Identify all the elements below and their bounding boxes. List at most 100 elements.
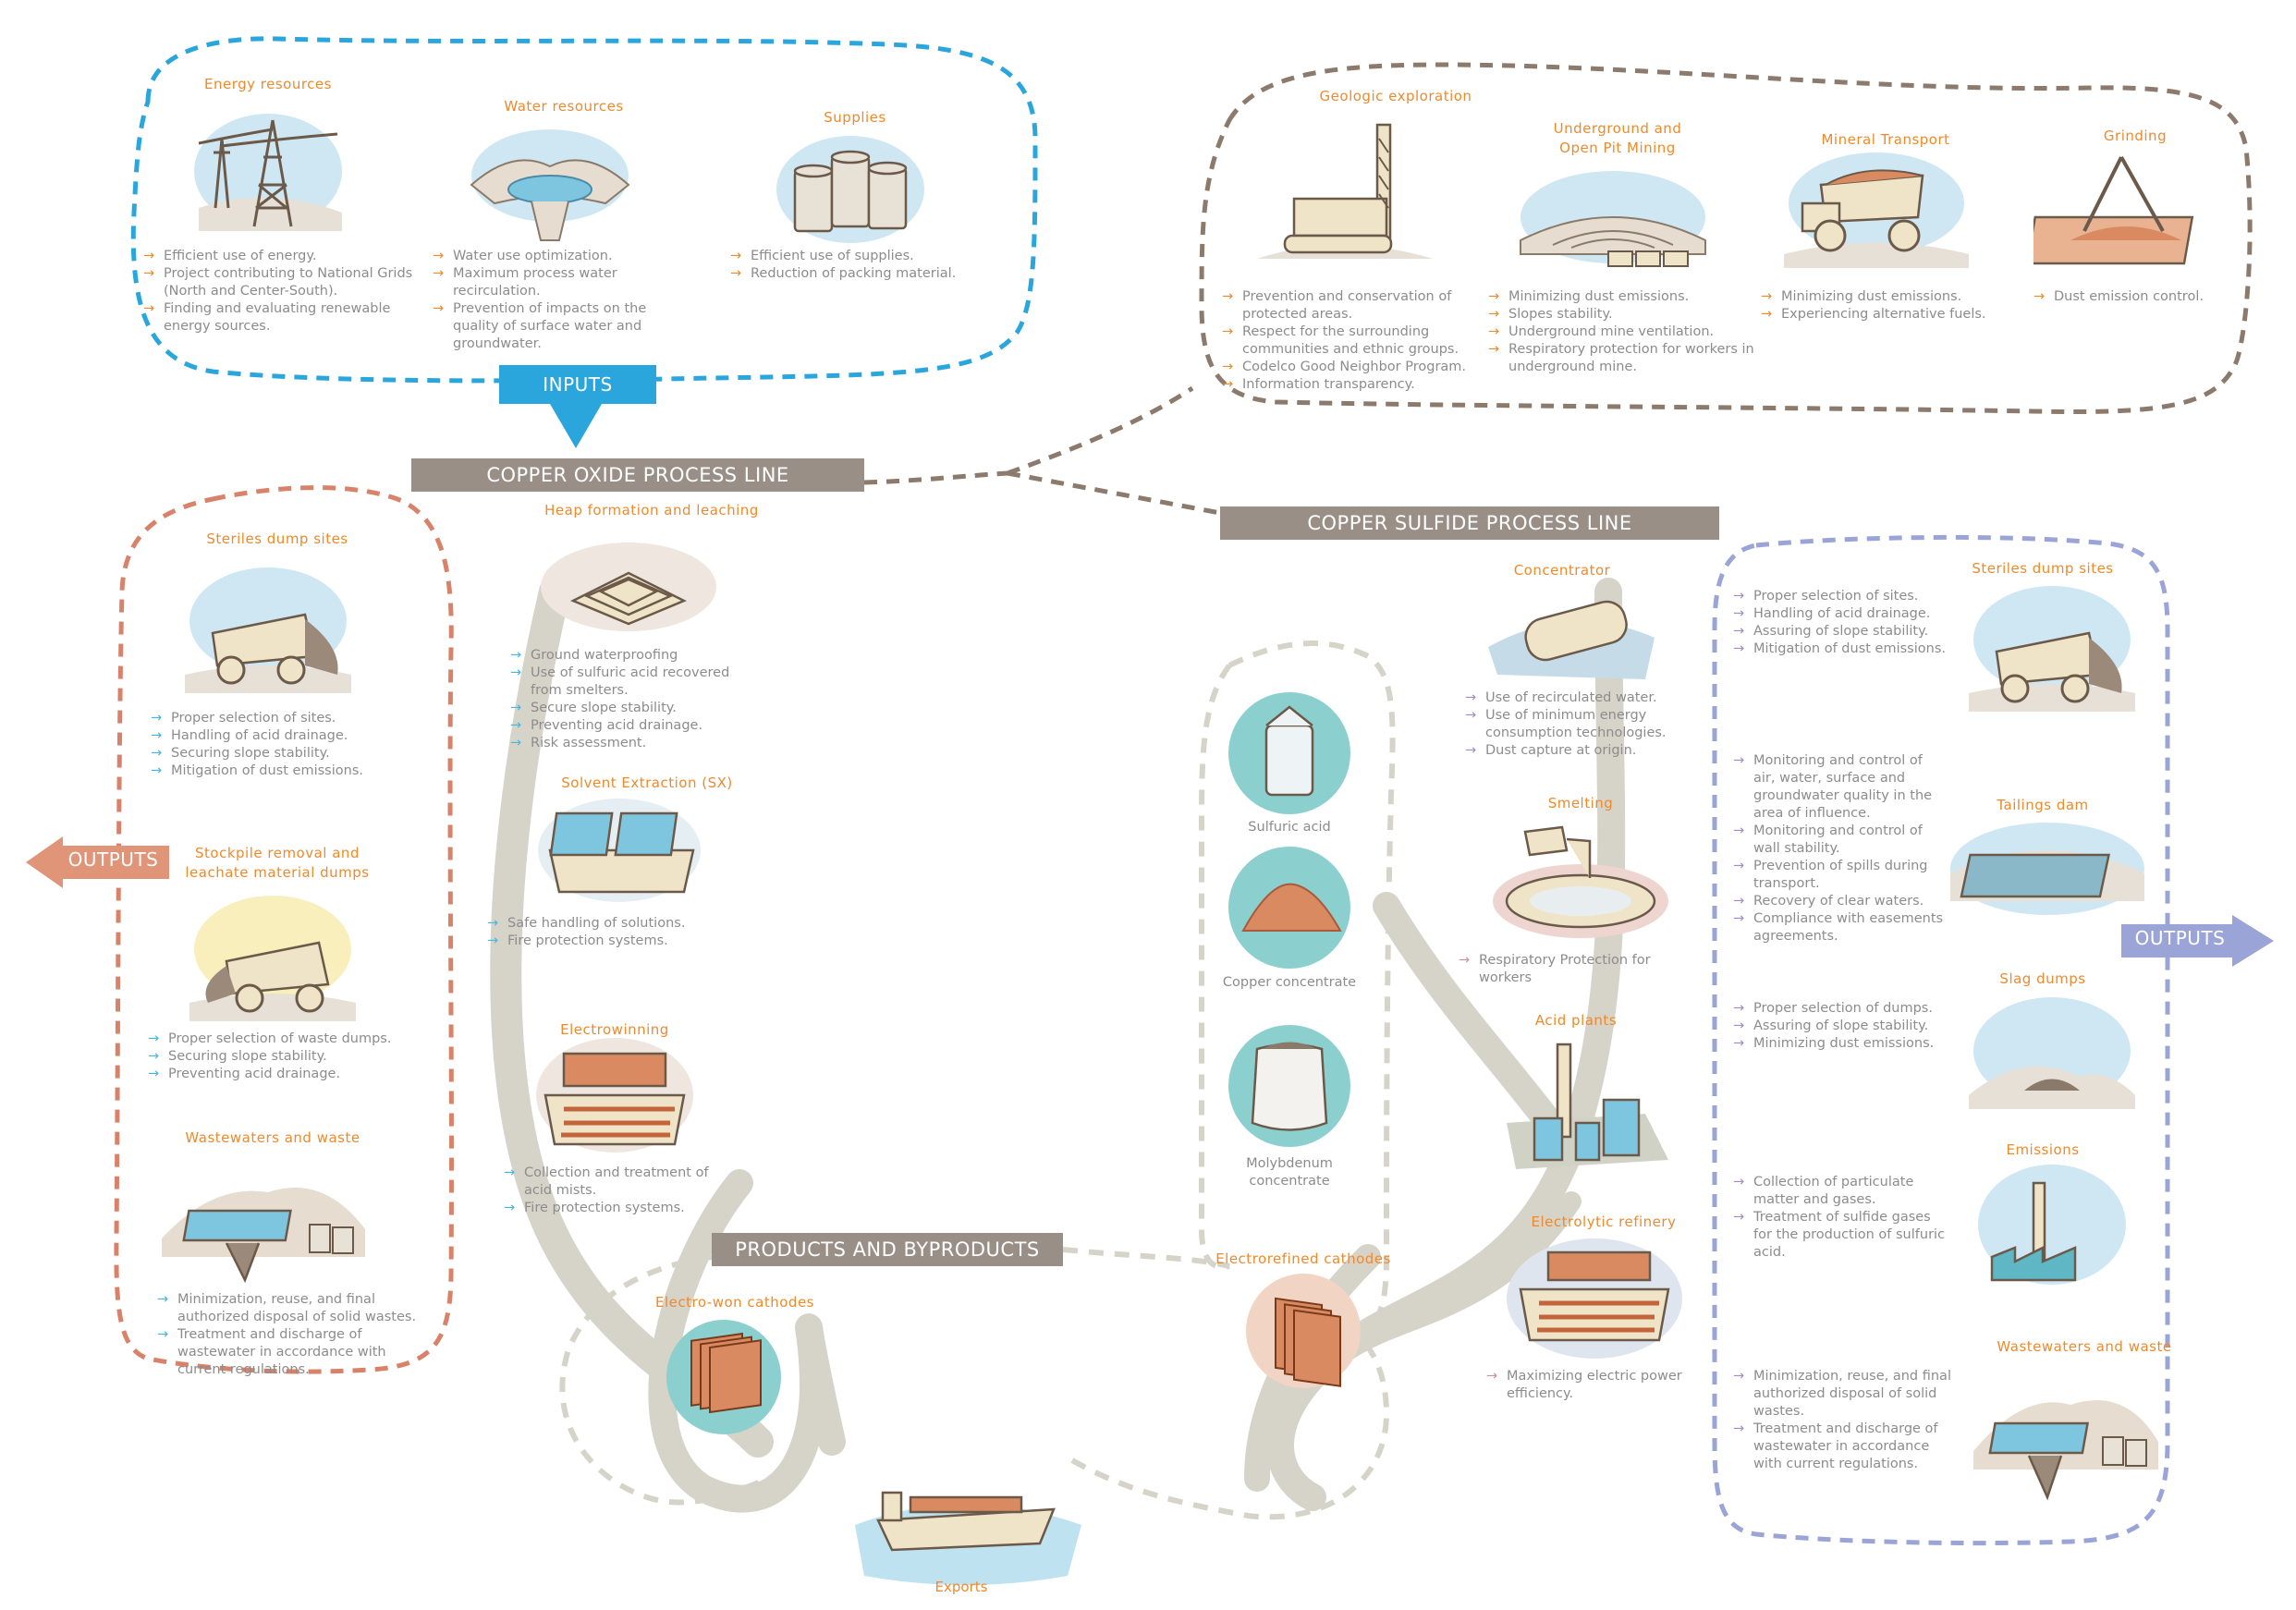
copper-concentrate-label: Copper concentrate (1222, 975, 1357, 990)
list-item: Treatment of sulfide gases for the produ… (1733, 1209, 1946, 1262)
supplies-title: Supplies (824, 109, 886, 126)
acid-plant-icon (1507, 1043, 1668, 1169)
list-item: Respect for the surrounding communities … (1222, 323, 1481, 359)
smelter-icon (1493, 825, 1668, 938)
molybdenum-label-2: concentrate (1249, 1174, 1330, 1189)
list-item: Use of minimum energy consumption techno… (1465, 707, 1687, 742)
products-loop-outline (559, 1247, 1390, 1520)
list-item: Proper selection of sites. (1733, 588, 1964, 605)
heap-title: Heap formation and leaching (544, 502, 759, 518)
list-item: Safe handling of solutions. (487, 915, 727, 933)
tailings-title: Tailings dam (1997, 797, 2089, 813)
smokestack-icon (1978, 1165, 2126, 1285)
left-steriles-title: Steriles dump sites (206, 531, 348, 547)
open-pit-mine-icon (1520, 171, 1706, 267)
water-reservoir-icon (470, 129, 630, 241)
electro-won-title: Electro-won cathodes (655, 1294, 814, 1311)
right-arrow-icon (2121, 915, 2274, 967)
electrowinning-list: Collection and treatment of acid mists. … (504, 1165, 735, 1217)
list-item: Compliance with easements agreements. (1733, 910, 1946, 945)
products-banner: PRODUCTS AND BYPRODUCTS (712, 1233, 1063, 1266)
right-outputs-outline (1712, 534, 2170, 1546)
electrolytic-refinery-icon (1507, 1238, 1682, 1359)
left-steriles-list: Proper selection of sites. Handling of a… (151, 710, 419, 780)
acid-plants-title: Acid plants (1534, 1012, 1618, 1029)
list-item: Recovery of clear waters. (1733, 893, 1946, 910)
list-item: Experiencing alternative fuels. (1761, 306, 2001, 323)
electrowinning-title: Electrowinning (560, 1021, 669, 1038)
slag-list: Proper selection of dumps. Assuring of s… (1733, 1000, 1955, 1053)
list-item: Use of sulfuric acid recovered from smel… (510, 665, 751, 700)
list-item: Maximum process water recirculation. (433, 265, 673, 300)
list-item: Assuring of slope stability. (1733, 623, 1964, 640)
outputs-right-banner: OUTPUTS (2121, 915, 2274, 967)
energy-list: Efficient use of energy. Project contrib… (143, 248, 430, 335)
molybdenum-bag-icon (1228, 1025, 1350, 1147)
list-item: Monitoring and control of air, water, su… (1733, 752, 1946, 823)
right-steriles-title: Steriles dump sites (1972, 560, 2114, 577)
supplies-list: Efficient use of supplies. Reduction of … (730, 248, 989, 283)
right-steriles-list: Proper selection of sites. Handling of a… (1733, 588, 1964, 658)
list-item: Preventing acid drainage. (148, 1066, 425, 1083)
list-item: Dust capture at origin. (1465, 742, 1687, 760)
transport-list: Minimizing dust emissions. Experiencing … (1761, 288, 2001, 323)
tailings-list: Monitoring and control of air, water, su… (1733, 752, 1946, 945)
molybdenum-label-1: Molybdenum (1246, 1156, 1333, 1171)
refinery-title: Electrolytic refinery (1531, 1214, 1677, 1230)
list-item: Fire protection systems. (487, 933, 727, 950)
slag-dump-icon (1969, 997, 2135, 1109)
stockpile-title-2: leachate material dumps (185, 864, 370, 881)
underground-title-2: Open Pit Mining (1559, 140, 1676, 156)
smelting-title: Smelting (1547, 795, 1614, 811)
list-item: Water use optimization. (433, 248, 673, 265)
list-item: Preventing acid drainage. (510, 717, 751, 735)
outputs-left-label: OUTPUTS (67, 848, 159, 871)
list-item: Prevention of spills during transport. (1733, 858, 1946, 893)
list-item: Maximizing electric power efficiency. (1486, 1368, 1708, 1403)
list-item: Collection and treatment of acid mists. (504, 1165, 735, 1200)
list-item: Proper selection of waste dumps. (148, 1031, 425, 1048)
left-arrow-icon (26, 836, 169, 888)
grinding-list: Dust emission control. (2033, 288, 2237, 306)
list-item: Minimization, reuse, and final authorize… (157, 1291, 425, 1326)
refinery-list: Maximizing electric power efficiency. (1486, 1368, 1708, 1403)
grinding-title: Grinding (2103, 128, 2168, 144)
list-item: Assuring of slope stability. (1733, 1018, 1955, 1035)
list-item: Monitoring and control of wall stability… (1733, 823, 1946, 858)
outputs-right-label: OUTPUTS (2134, 927, 2226, 949)
concentrator-title: Concentrator (1513, 562, 1611, 579)
list-item: Information transparency. (1222, 376, 1481, 394)
geologic-list: Prevention and conservation of protected… (1222, 288, 1481, 394)
list-item: Handling of acid drainage. (1733, 605, 1964, 623)
mining-connector (863, 385, 1221, 516)
concentrator-mill-icon (1488, 600, 1655, 679)
list-item: Proper selection of dumps. (1733, 1000, 1955, 1018)
left-outputs-outline (114, 485, 454, 1374)
list-item: Securing slope stability. (151, 745, 419, 762)
electrowinning-icon (536, 1038, 693, 1153)
list-item: Treatment and discharge of wastewater in… (1733, 1421, 1955, 1473)
underground-title-1: Underground and (1553, 120, 1682, 137)
sx-title: Solvent Extraction (SX) (561, 775, 733, 791)
transport-title: Mineral Transport (1821, 131, 1950, 148)
right-wastewaters-list: Minimization, reuse, and final authorize… (1733, 1368, 1955, 1473)
right-dump-truck-icon (1969, 586, 2135, 712)
outputs-left-banner: OUTPUTS (26, 836, 169, 888)
inputs-arrow-icon (550, 404, 602, 448)
list-item: Prevention and conservation of protected… (1222, 288, 1481, 323)
list-item: Codelco Good Neighbor Program. (1222, 359, 1481, 376)
list-item: Ground waterproofing (510, 647, 751, 665)
emissions-list: Collection of particulate matter and gas… (1733, 1174, 1946, 1262)
inputs-outline (130, 36, 1038, 384)
list-item: Treatment and discharge of wastewater in… (157, 1326, 425, 1379)
copper-sulfide-banner: COPPER SULFIDE PROCESS LINE (1220, 506, 1719, 540)
drill-rig-icon (1257, 123, 1433, 259)
list-item: Finding and evaluating renewable energy … (143, 300, 430, 335)
list-item: Minimizing dust emissions. (1761, 288, 2001, 306)
electrorefined-cathodes-icon (1246, 1274, 1361, 1388)
sulfuric-acid-tank-icon (1228, 692, 1350, 814)
dump-truck-icon (185, 567, 351, 693)
tailings-dam-icon (1950, 823, 2144, 915)
list-item: Securing slope stability. (148, 1048, 425, 1066)
list-item: Risk assessment. (510, 735, 751, 752)
